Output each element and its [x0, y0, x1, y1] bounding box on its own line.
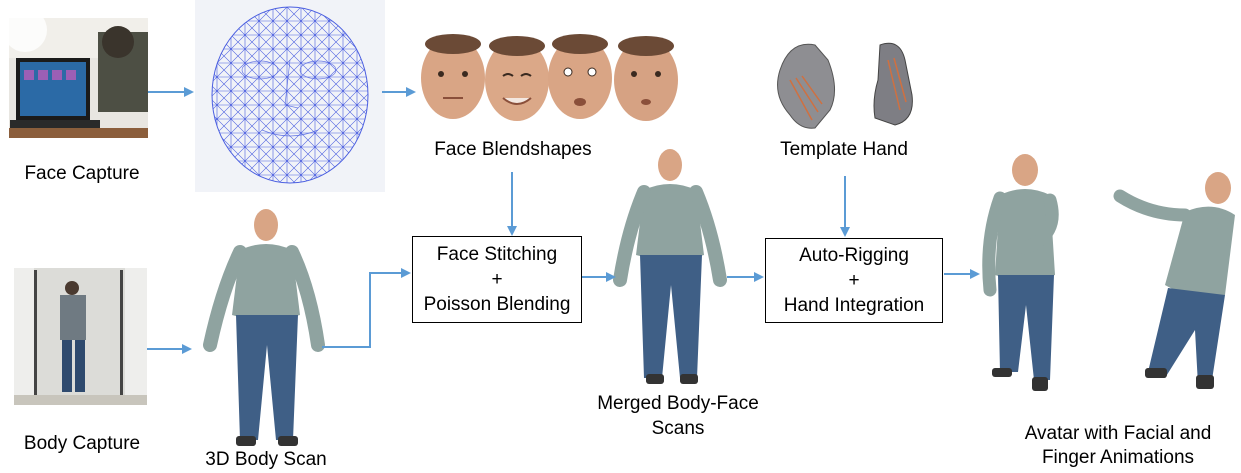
blendshape-face-2 [485, 36, 549, 121]
merged-body-face-figure [620, 149, 720, 384]
avatar-label-line2: Finger Animations [1008, 446, 1228, 469]
face-blendshapes [421, 34, 678, 121]
face-stitching-box: Face Stitching + Poisson Blending [412, 236, 582, 323]
body-scan-figure [210, 209, 318, 446]
avatar-figure-1 [989, 154, 1055, 391]
blendshape-face-3 [548, 34, 612, 119]
template-hand-label: Template Hand [770, 138, 918, 161]
blendshape-face-1 [421, 34, 485, 119]
auto-rigging-line3: Hand Integration [784, 293, 925, 318]
face-capture-photo [3, 8, 148, 138]
template-hand-illustration [778, 43, 913, 128]
avatar-label-line1: Avatar with Facial and [1008, 422, 1228, 445]
blendshape-face-4 [614, 36, 678, 121]
face-stitching-line1: Face Stitching [437, 242, 557, 267]
merged-scans-label-line1: Merged Body-Face [590, 392, 766, 415]
face-stitching-line3: Poisson Blending [424, 292, 571, 317]
auto-rigging-line1: Auto-Rigging [799, 243, 909, 268]
face-stitching-plus: + [491, 267, 502, 292]
face-mesh [195, 0, 385, 192]
arrow-body-scan-to-stitching [322, 273, 409, 347]
template-hand-right [874, 43, 912, 125]
auto-rigging-box: Auto-Rigging + Hand Integration [765, 238, 943, 323]
face-capture-label: Face Capture [16, 162, 148, 185]
body-capture-label: Body Capture [16, 432, 148, 455]
template-hand-left [778, 44, 835, 128]
face-blendshapes-label: Face Blendshapes [428, 138, 598, 161]
avatar-figure-2 [1120, 172, 1235, 389]
body-scan-label: 3D Body Scan [196, 448, 336, 471]
auto-rigging-plus: + [848, 268, 859, 293]
avatar-figures [989, 154, 1235, 391]
merged-scans-label-line2: Scans [590, 417, 766, 440]
body-capture-photo [14, 268, 147, 405]
